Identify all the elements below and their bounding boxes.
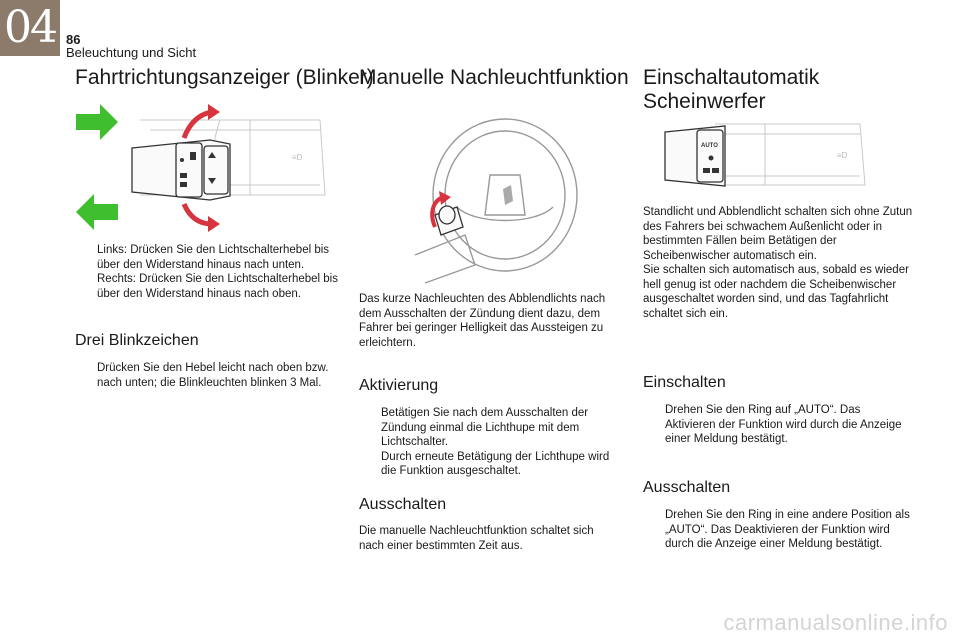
list-item: Betätigen Sie nach dem Ausschalten der Z… [381,407,589,448]
auto-light-switch-illustration: AUTO ≡D [664,123,866,187]
list-item: Drehen Sie den Ring in eine andere Posit… [665,509,910,550]
col2-off-text: Die manuelle Nachleuchtfunktion schaltet… [359,525,594,552]
col3-intro2: Sie schalten sich automatisch aus, sobal… [643,264,909,320]
col1-bullets: Links: Drücken Sie den Lichtschalterhebe… [78,243,340,301]
col2-activation-bullets: Betätigen Sie nach dem Ausschalten der Z… [362,406,624,479]
col2-title: Manuelle Nachleuchtfunktion [359,66,629,89]
rotate-down-arrow-icon [181,202,213,227]
indicator-stalk-illustration: ≡D [76,104,326,232]
chapter-number-box: 04 [0,0,60,56]
rotate-up-arrow-icon [181,109,213,139]
svg-text:≡D: ≡D [837,151,848,160]
page-number: 86 [66,32,81,47]
col2-off-heading: Ausschalten [359,496,447,513]
col1-sub-bullets: Drücken Sie den Hebel leicht nach oben b… [78,361,340,390]
svg-text:≡D: ≡D [292,153,303,162]
col3-off-bullets: Drehen Sie den Ring in eine andere Posit… [646,508,911,552]
col3-on-heading: Einschalten [643,374,726,391]
col3-intro: Standlicht und Abblendlicht schalten sic… [643,206,913,262]
list-item: Drehen Sie den Ring auf „AUTO“. Das Akti… [665,404,902,445]
col2-activation-heading: Aktivierung [359,377,439,394]
col3-off-heading: Ausschalten [643,479,731,496]
arrow-right-icon [76,104,118,140]
chapter-number: 04 [4,2,58,53]
col1-title: Fahrtrichtungsanzeiger (Blinker) [75,66,374,89]
col1-subheading: Drei Blinkzeichen [75,332,199,349]
col3-on-bullets: Drehen Sie den Ring auf „AUTO“. Das Akti… [646,403,911,447]
list-item: Drücken Sie den Hebel leicht nach oben b… [97,362,329,389]
section-title: Beleuchtung und Sicht [66,45,197,60]
arrow-left-icon [76,194,118,230]
auto-label: AUTO [701,143,718,149]
steering-wheel-illustration [414,118,578,284]
list-item: Links: Drücken Sie den Lichtschalterhebe… [97,244,330,271]
watermark: carmanualsonline.info [723,610,948,635]
list-item: Rechts: Drücken Sie den Lichtschalterheb… [97,273,338,300]
col2-intro: Das kurze Nachleuchten des Abblendlichts… [359,293,606,349]
list-item: Durch erneute Betätigung der Lichthupe w… [381,450,610,478]
